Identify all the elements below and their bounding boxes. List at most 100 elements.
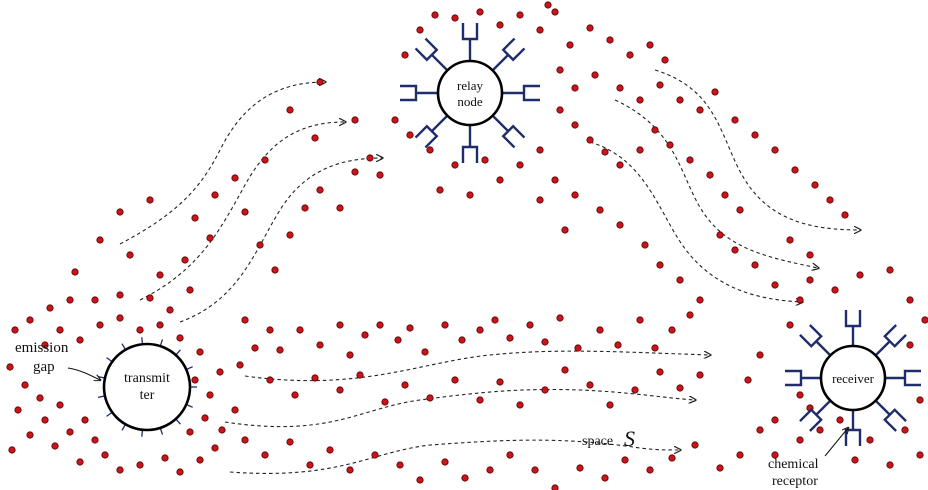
- molecule: [41, 341, 49, 349]
- molecule: [806, 276, 814, 284]
- molecule: [51, 442, 59, 450]
- molecule: [451, 161, 459, 169]
- molecule: [301, 204, 309, 212]
- molecule: [791, 166, 799, 174]
- molecule: [451, 14, 459, 22]
- molecule: [586, 136, 594, 144]
- molecule: [326, 446, 334, 454]
- molecule: [461, 474, 469, 482]
- molecule: [601, 474, 609, 482]
- molecule: [496, 378, 504, 386]
- molecule: [251, 344, 259, 352]
- receptor-cup: [785, 369, 803, 387]
- relay-node-label-line1: relay: [457, 78, 483, 93]
- receptor-icon: [885, 369, 921, 387]
- receptor-cup: [501, 37, 526, 62]
- molecule: [36, 394, 44, 402]
- molecule: [541, 386, 549, 394]
- molecule: [381, 398, 389, 406]
- molecule: [751, 131, 759, 139]
- transmitter-label-line1: transmit: [124, 371, 170, 386]
- molecule: [196, 348, 204, 356]
- molecule: [606, 401, 614, 409]
- molecule: [536, 196, 544, 204]
- molecule: [551, 176, 559, 184]
- receptor-stalk: [815, 399, 832, 416]
- molecule: [586, 24, 594, 32]
- molecule: [26, 431, 34, 439]
- molecule: [176, 334, 184, 342]
- molecule: [481, 156, 489, 164]
- molecule: [906, 341, 914, 349]
- receptor-icon: [491, 114, 526, 149]
- molecule: [156, 271, 164, 279]
- molecule: [496, 176, 504, 184]
- molecule: [536, 146, 544, 154]
- molecule: [266, 376, 274, 384]
- receiver-label: receiver: [832, 371, 875, 386]
- receptor-icon: [844, 310, 862, 346]
- molecule: [211, 444, 219, 452]
- molecule: [668, 454, 676, 462]
- receptor-cup: [522, 84, 540, 102]
- receptor-cup: [883, 408, 907, 432]
- molecule: [136, 326, 144, 334]
- molecule: [756, 351, 764, 359]
- molecule: [476, 326, 484, 334]
- molecule: [161, 454, 169, 462]
- molecule: [551, 484, 559, 490]
- flow-path-lower-1: [244, 350, 710, 382]
- receptor-stalk: [815, 340, 832, 357]
- molecule: [751, 261, 759, 269]
- flow-path-lower-2: [224, 388, 695, 428]
- molecule: [286, 106, 294, 114]
- molecule: [656, 261, 664, 269]
- molecule: [771, 146, 779, 154]
- molecule: [586, 381, 594, 389]
- molecule: [236, 361, 244, 369]
- receptor-cup: [903, 369, 921, 387]
- relay-node: relay node: [436, 59, 504, 127]
- molecule: [886, 461, 894, 469]
- molecule: [76, 336, 84, 344]
- molecule: [306, 461, 314, 469]
- molecule: [906, 296, 914, 304]
- chemical-receptor-annotation: chemical receptor: [768, 428, 848, 489]
- molecule: [866, 436, 874, 444]
- molecule: [186, 286, 194, 294]
- molecule: [146, 196, 154, 204]
- molecule: [616, 161, 624, 169]
- molecule: [261, 156, 269, 164]
- receptor-icon: [502, 84, 540, 102]
- molecule: [476, 8, 484, 16]
- molecule: [651, 344, 659, 352]
- molecule: [186, 428, 194, 436]
- molecule: [6, 363, 14, 371]
- molecule: [631, 386, 639, 394]
- molecule: [206, 391, 214, 399]
- molecule: [716, 464, 724, 472]
- molecule: [921, 316, 928, 324]
- molecule: [116, 208, 124, 216]
- molecule: [786, 236, 794, 244]
- molecule: [316, 78, 324, 86]
- molecule: [96, 321, 104, 329]
- molecule: [396, 461, 404, 469]
- molecule: [416, 26, 424, 34]
- molecule: [421, 348, 429, 356]
- molecule: [211, 191, 219, 199]
- transmitter-circle: [102, 342, 192, 432]
- molecule: [676, 276, 684, 284]
- molecule: [606, 36, 614, 44]
- receptor-icon: [874, 399, 907, 432]
- molecule: [651, 126, 659, 134]
- receiver-circle: [819, 344, 887, 412]
- molecule: [286, 438, 294, 446]
- receptor-cup: [461, 145, 479, 163]
- molecule: [641, 241, 649, 249]
- molecule: [614, 341, 622, 349]
- molecule: [886, 266, 894, 274]
- molecule: [336, 321, 344, 329]
- molecule: [466, 191, 474, 199]
- molecule: [646, 466, 654, 474]
